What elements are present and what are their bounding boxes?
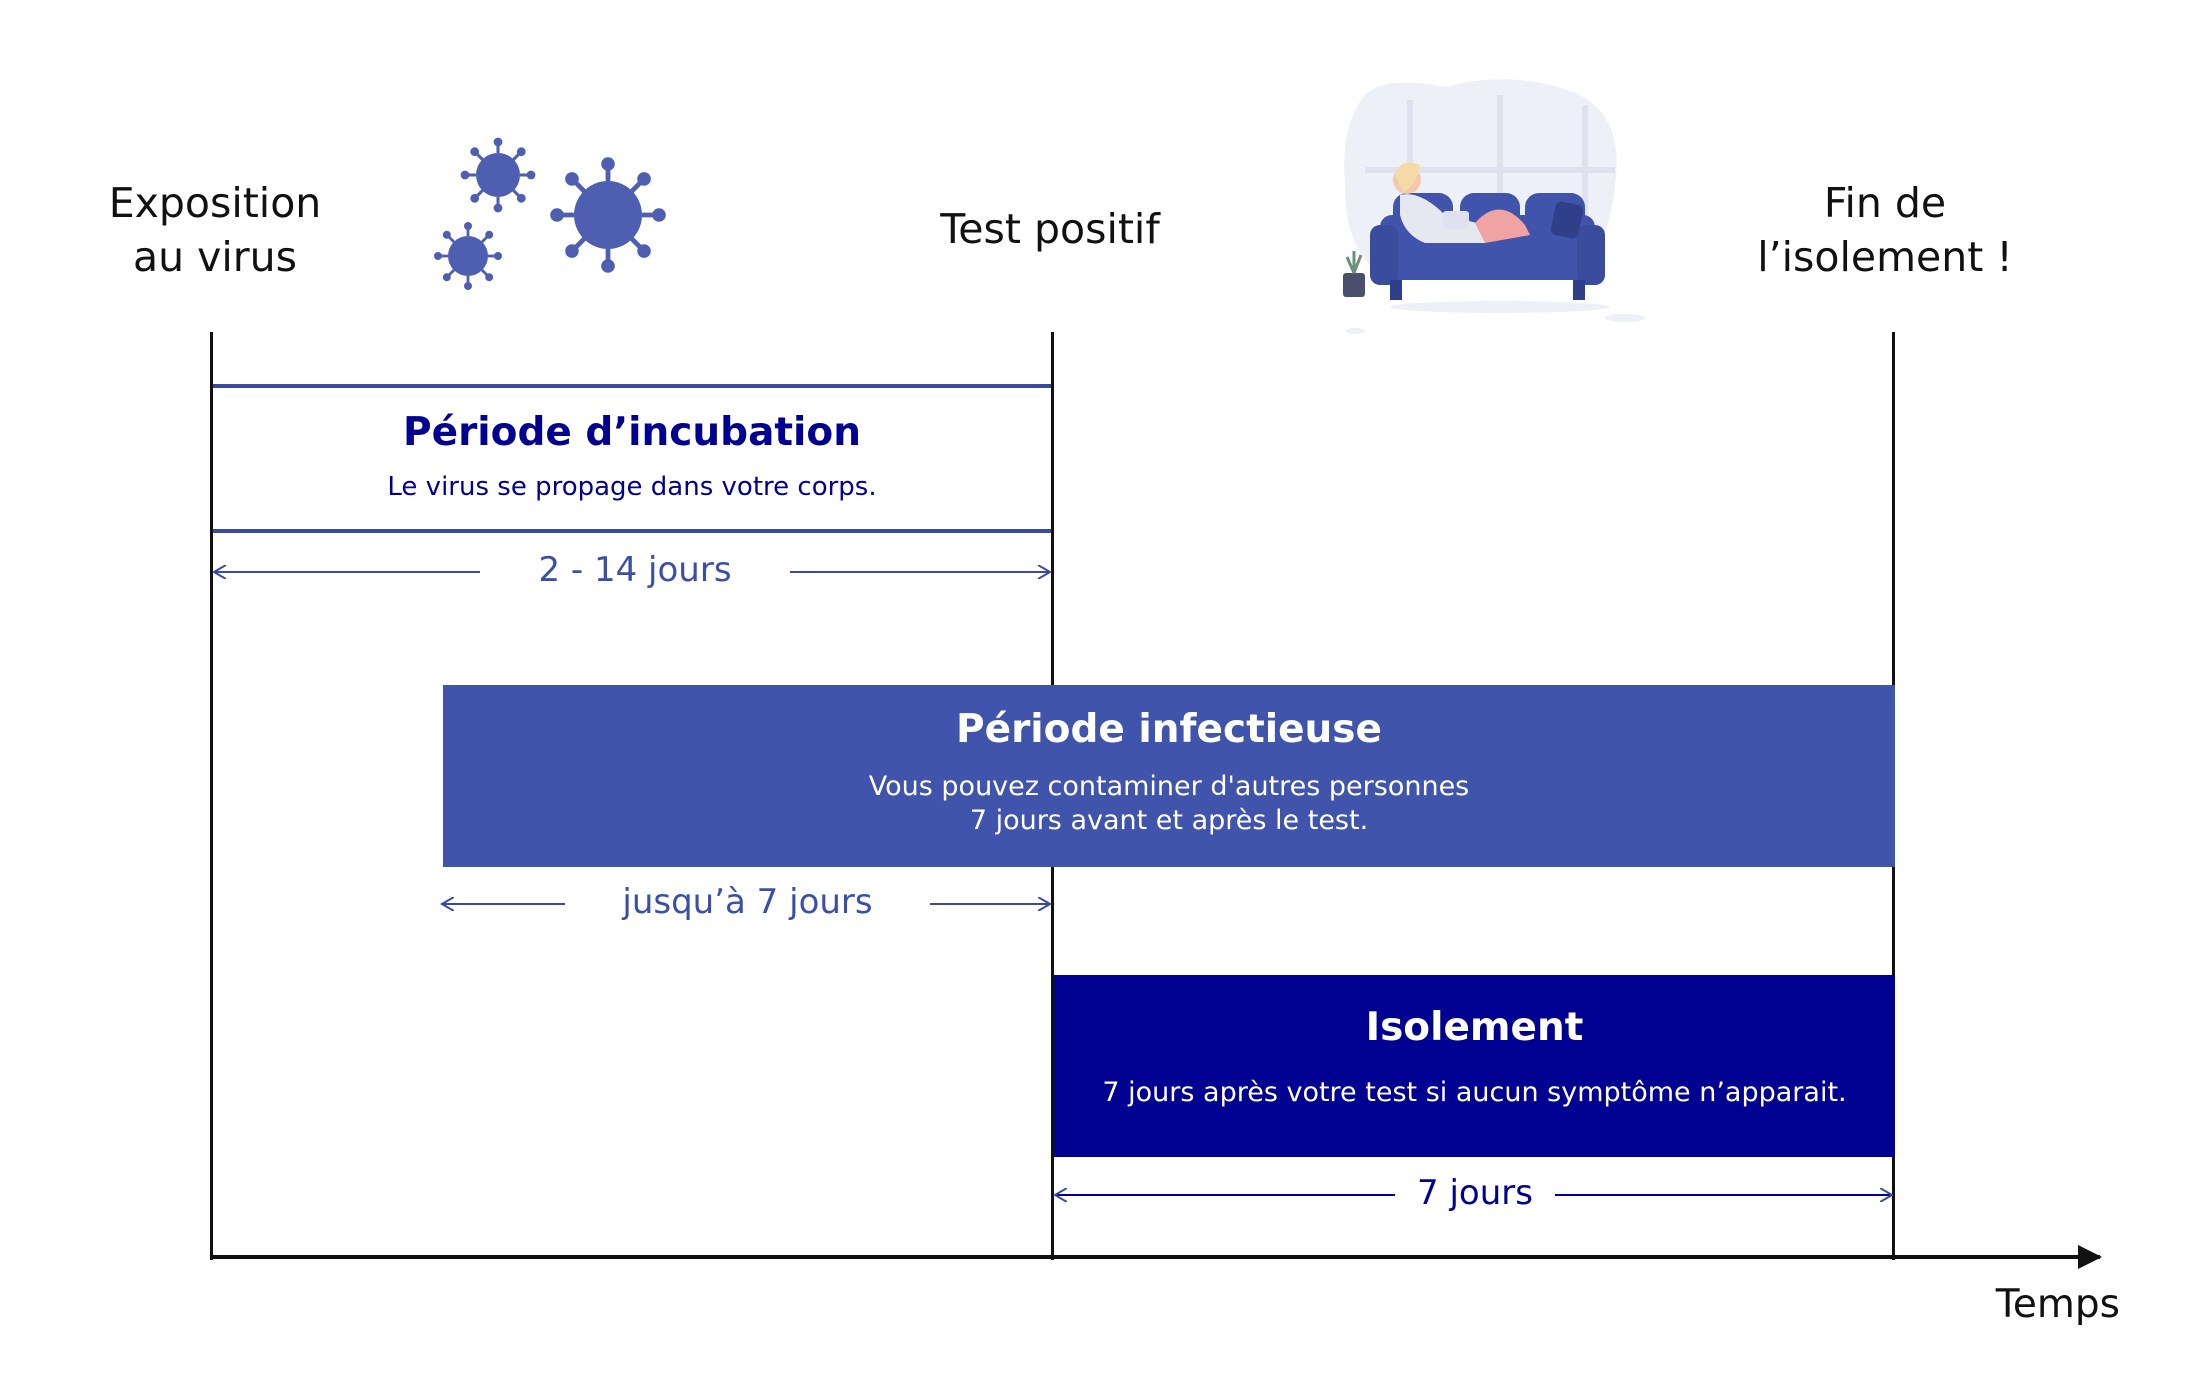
incubation-title: Période d’incubation xyxy=(403,410,861,455)
isolation-duration: 7 jours xyxy=(1417,1173,1533,1213)
milestone-exposure: Exposition au virus xyxy=(108,179,322,281)
incubation-description: Le virus se propage dans votre corps. xyxy=(387,472,877,502)
infectious-title: Période infectieuse xyxy=(956,707,1382,752)
isolation-title: Isolement xyxy=(1365,1005,1584,1050)
infectious-description-line1: Vous pouvez contaminer d'autres personne… xyxy=(868,771,1470,802)
milestone-end-isolation: Fin de l’isolement ! xyxy=(1757,179,2013,281)
infectious-period-box: Période infectieuse Vous pouvez contamin… xyxy=(443,685,1895,867)
sofa-illustration xyxy=(1343,79,1645,334)
incubation-period-box: Période d’incubation Le virus se propage… xyxy=(213,384,1051,533)
exposure-line xyxy=(210,332,213,1260)
isolation-description: 7 jours après votre test si aucun symptô… xyxy=(1102,1077,1847,1108)
infectious-duration: jusqu’à 7 jours xyxy=(622,882,873,922)
incubation-duration: 2 - 14 jours xyxy=(538,550,732,590)
infectious-description-line2: 7 jours avant et après le test. xyxy=(969,805,1369,836)
milestone-test-positive: Test positif xyxy=(940,205,1160,253)
time-axis-label: Temps xyxy=(1995,1282,2120,1327)
isolation-period-box: Isolement 7 jours après votre test si au… xyxy=(1054,975,1895,1157)
